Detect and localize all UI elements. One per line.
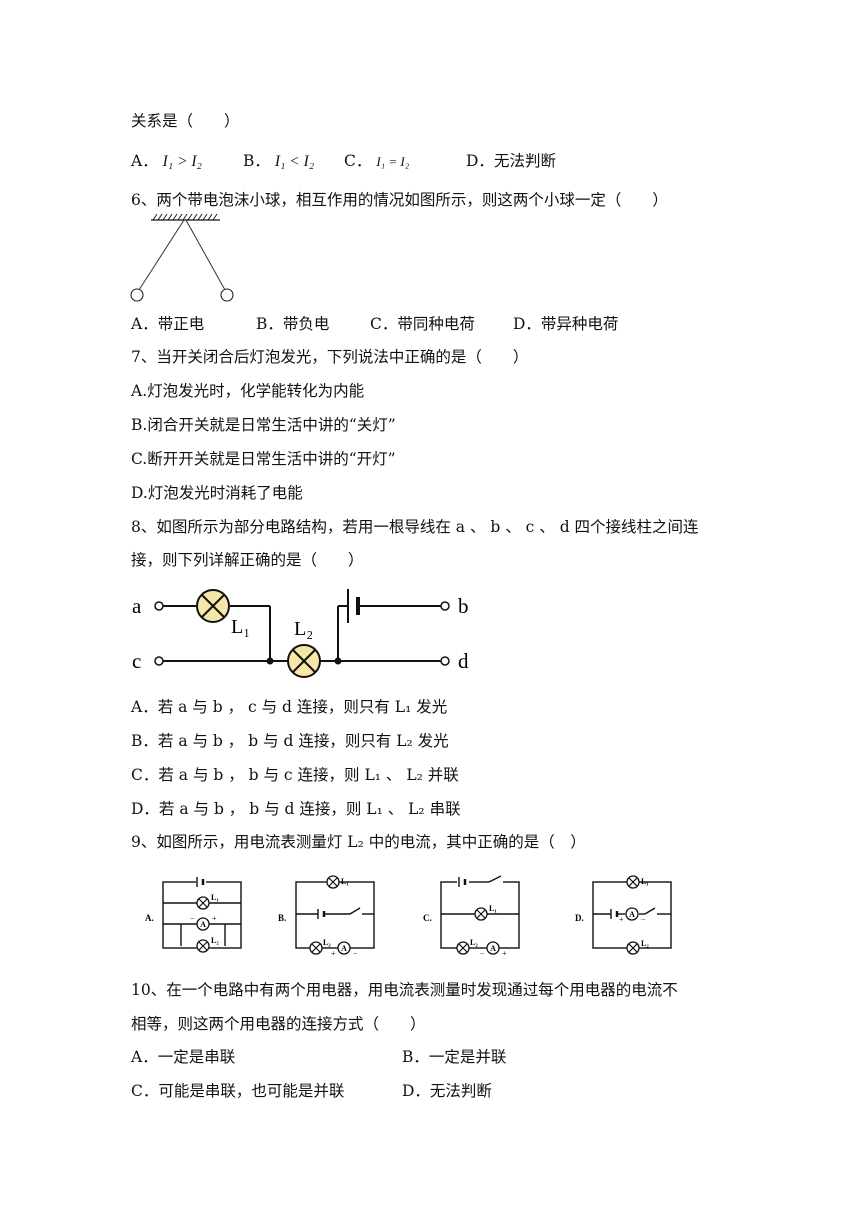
lamp-l2 xyxy=(287,644,321,678)
q10-option-d: D．无法判断 xyxy=(402,1082,492,1100)
lamp-l1-icon xyxy=(474,907,488,921)
q7-option-a: A.灯泡发光时，化学能转化为内能 xyxy=(131,382,365,400)
terminal-c xyxy=(154,656,164,666)
q5-option-c-math: I₁ = I₂ xyxy=(376,154,410,169)
svg-text:A: A xyxy=(341,944,347,953)
svg-text:L₁: L₁ xyxy=(641,877,649,886)
ammeter-icon: A xyxy=(196,917,210,931)
q9-label-a: A. xyxy=(145,913,154,923)
q5-stem-tail: 关系是（ ） xyxy=(131,112,240,130)
svg-text:L₁: L₁ xyxy=(341,877,349,886)
ball-right xyxy=(220,288,234,302)
svg-text:−: − xyxy=(353,949,358,958)
lamp-l2-icon xyxy=(309,941,323,955)
q10-option-c: C．可能是串联，也可能是并联 xyxy=(131,1082,345,1100)
q8-option-a: A．若 a 与 b ， c 与 d 连接，则只有 L₁ 发光 xyxy=(131,698,448,716)
label-b: b xyxy=(458,594,469,618)
lamp-l1-icon xyxy=(626,875,640,889)
q5-option-a: A． I₁ > I₂ xyxy=(131,152,202,170)
svg-text:L₂: L₂ xyxy=(323,938,331,947)
q8-circuit-diagram: a c b d L₁ L₂ xyxy=(132,589,469,678)
svg-text:−: − xyxy=(190,914,195,923)
svg-text:L₂: L₂ xyxy=(211,936,219,945)
q5-option-c: C． I₁ = I₂ xyxy=(344,152,410,170)
q10-stem-line1: 10、在一个电路中有两个用电器，用电流表测量时发现通过每个用电器的电流不 xyxy=(131,981,678,999)
ammeter-icon: A xyxy=(486,941,500,955)
q6-option-b: B．带负电 xyxy=(256,315,330,333)
q10-option-b: B．一定是并联 xyxy=(402,1048,507,1066)
q7-option-d: D.灯泡发光时消耗了电能 xyxy=(131,484,303,502)
svg-text:−: − xyxy=(641,915,646,924)
q7-stem: 7、当开关闭合后灯泡发光，下列说法中正确的是（ ） xyxy=(131,348,529,366)
q7-option-b: B.闭合开关就是日常生活中讲的“关灯” xyxy=(131,416,396,434)
q5-option-a-math: I₁ > I₂ xyxy=(162,153,202,170)
svg-text:+: + xyxy=(619,915,624,924)
svg-text:+: + xyxy=(212,914,217,923)
svg-text:+: + xyxy=(502,949,507,958)
svg-text:L₁: L₁ xyxy=(211,893,219,902)
terminal-a xyxy=(154,601,164,611)
q6-pendulum-diagram xyxy=(130,213,234,302)
q7-option-c: C.断开开关就是日常生活中讲的“开灯” xyxy=(131,450,396,468)
lamp-l1-icon xyxy=(326,875,340,889)
lamp-l1 xyxy=(196,589,230,623)
q6-option-a: A．带正电 xyxy=(131,315,205,333)
lamp-l1-icon xyxy=(196,896,210,910)
terminal-d xyxy=(440,656,450,666)
q9-diagram-d: A L₁ L₂ + − D. xyxy=(575,875,672,955)
q8-option-c: C．若 a 与 b ， b 与 c 连接，则 L₁ 、 L₂ 并联 xyxy=(131,766,459,784)
q8-option-b: B．若 a 与 b ， b 与 d 连接，则只有 L₂ 发光 xyxy=(131,732,449,750)
q6-option-d: D．带异种电荷 xyxy=(513,315,619,333)
svg-text:L₁: L₁ xyxy=(489,904,497,913)
svg-text:L₂: L₂ xyxy=(470,938,478,947)
q8-option-d: D．若 a 与 b ， b 与 d 连接，则 L₁ 、 L₂ 串联 xyxy=(131,800,461,818)
q9-label-c: C. xyxy=(423,913,432,923)
q5-option-d: D．无法判断 xyxy=(466,152,556,170)
q5-option-b: B． I₁ < I₂ xyxy=(243,152,315,170)
ball-left xyxy=(130,288,144,302)
q9-diagram-c: A L₁ L₂ − + C. xyxy=(423,875,520,958)
q10-stem-line2: 相等，则这两个用电器的连接方式（ ） xyxy=(131,1015,426,1033)
q6-option-c: C．带同种电荷 xyxy=(370,315,475,333)
svg-text:+: + xyxy=(331,949,336,958)
label-l1: L₁ xyxy=(231,616,250,638)
lamp-l2-icon xyxy=(626,941,640,955)
label-c: c xyxy=(132,649,141,673)
lamp-l2-icon xyxy=(196,939,210,953)
q9-diagram-a: A L₁ L₂ − + A. xyxy=(145,877,242,953)
svg-text:A: A xyxy=(200,920,206,929)
label-a: a xyxy=(132,594,142,618)
svg-text:A: A xyxy=(490,944,496,953)
q5-option-b-math: I₁ < I₂ xyxy=(274,153,315,170)
q9-label-d: D. xyxy=(575,913,584,923)
svg-text:A: A xyxy=(629,910,635,919)
ammeter-icon: A xyxy=(337,941,351,955)
label-l2: L₂ xyxy=(294,618,313,640)
q8-stem-line1: 8、如图所示为部分电路结构，若用一根导线在 a 、 b 、 c 、 d 四个接线… xyxy=(131,518,699,536)
q8-stem-line2: 接，则下列详解正确的是（ ） xyxy=(131,551,364,569)
lamp-l2-icon xyxy=(456,941,470,955)
svg-text:L₂: L₂ xyxy=(641,939,649,948)
svg-text:−: − xyxy=(480,949,485,958)
label-d: d xyxy=(458,649,469,673)
terminal-b xyxy=(440,601,450,611)
q9-diagram-b: A L₁ L₂ + − B. xyxy=(278,875,375,958)
q9-label-b: B. xyxy=(278,913,286,923)
ammeter-icon: A xyxy=(625,907,639,921)
q10-option-a: A．一定是串联 xyxy=(131,1048,236,1066)
q9-stem: 9、如图所示，用电流表测量灯 L₂ 中的电流，其中正确的是（ ） xyxy=(131,833,586,851)
q6-stem: 6、两个带电泡沫小球，相互作用的情况如图所示，则这两个小球一定（ ） xyxy=(131,191,668,209)
